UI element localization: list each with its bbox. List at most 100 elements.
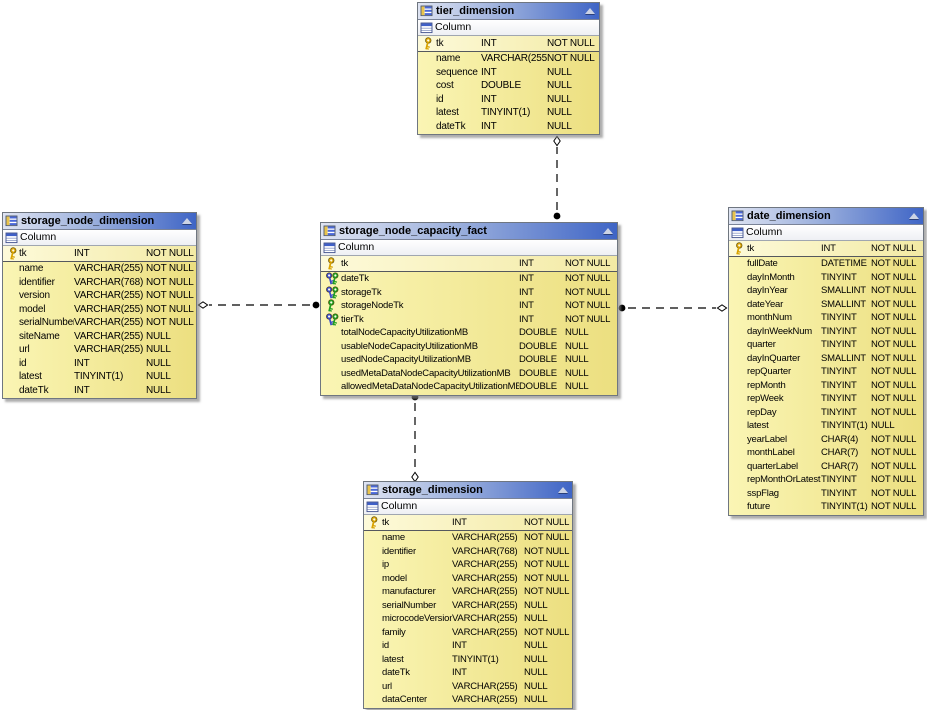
table-header[interactable]: tier_dimension [418, 3, 599, 20]
column-row[interactable]: identifier VARCHAR(768) NOT NULL [3, 276, 196, 290]
relationship-fact-to-tier[interactable] [553, 135, 561, 220]
table-storage_node_capacity_fact[interactable]: storage_node_capacity_fact Column tk INT… [320, 222, 618, 396]
column-row[interactable]: tk INT NOT NULL [364, 515, 572, 531]
relationship-fact-to-storage-node[interactable] [197, 301, 320, 309]
column-nullability: NOT NULL [871, 366, 917, 377]
column-row[interactable]: name VARCHAR(255) NOT NULL [3, 262, 196, 276]
column-row[interactable]: future TINYINT(1) NOT NULL [729, 500, 923, 514]
column-row[interactable]: name VARCHAR(255) NOT NULL [364, 531, 572, 545]
column-row[interactable]: usedNodeCapacityUtilizationMB DOUBLE NUL… [321, 353, 617, 367]
column-row[interactable]: url VARCHAR(255) NULL [364, 680, 572, 694]
column-row[interactable]: tierTk INT NOT NULL [321, 312, 617, 327]
column-row[interactable]: manufacturer VARCHAR(255) NOT NULL [364, 585, 572, 599]
column-row[interactable]: dayInYear SMALLINT NOT NULL [729, 284, 923, 298]
column-row[interactable]: dataCenter VARCHAR(255) NULL [364, 693, 572, 707]
column-row[interactable]: name VARCHAR(255) NOT NULL [418, 52, 599, 66]
column-row[interactable]: monthNum TINYINT NOT NULL [729, 311, 923, 325]
column-row[interactable]: dateTk INT NULL [418, 120, 599, 134]
column-row[interactable]: storageTk INT NOT NULL [321, 285, 617, 300]
column-row[interactable]: tk INT NOT NULL [418, 36, 599, 52]
column-nullability: NULL [146, 357, 171, 369]
collapse-triangle-icon[interactable] [182, 218, 192, 224]
column-row[interactable]: dateYear SMALLINT NOT NULL [729, 298, 923, 312]
column-row[interactable]: allowedMetaDataNodeCapacityUtilizationMB… [321, 380, 617, 394]
columns-section-header[interactable]: Column [364, 499, 572, 515]
columns-section-header[interactable]: Column [729, 225, 923, 241]
column-row[interactable]: id INT NULL [418, 93, 599, 107]
column-nullability: NOT NULL [565, 273, 611, 284]
column-row[interactable]: sequence INT NULL [418, 66, 599, 80]
column-row[interactable]: serialNumber VARCHAR(255) NOT NULL [3, 316, 196, 330]
table-header[interactable]: date_dimension [729, 208, 923, 225]
column-row[interactable]: model VARCHAR(255) NOT NULL [364, 572, 572, 586]
column-name: serialNumber [382, 599, 437, 611]
column-row[interactable]: model VARCHAR(255) NOT NULL [3, 303, 196, 317]
column-nullability: NOT NULL [871, 339, 917, 350]
collapse-triangle-icon[interactable] [909, 213, 919, 219]
column-row[interactable]: microcodeVersion VARCHAR(255) NULL [364, 612, 572, 626]
collapse-triangle-icon[interactable] [558, 487, 568, 493]
column-nullability: NOT NULL [871, 352, 917, 364]
relationship-fact-to-date[interactable] [618, 304, 728, 312]
column-row[interactable]: id INT NULL [364, 639, 572, 653]
column-row[interactable]: family VARCHAR(255) NOT NULL [364, 626, 572, 640]
column-row[interactable]: repMonth TINYINT NOT NULL [729, 379, 923, 393]
column-row[interactable]: usableNodeCapacityUtilizationMB DOUBLE N… [321, 340, 617, 354]
column-row[interactable]: yearLabel CHAR(4) NOT NULL [729, 433, 923, 447]
column-row[interactable]: repWeek TINYINT NOT NULL [729, 392, 923, 406]
column-row[interactable]: dateTk INT NOT NULL [321, 272, 617, 286]
column-row[interactable]: quarter TINYINT NOT NULL [729, 338, 923, 352]
column-row[interactable]: url VARCHAR(255) NULL [3, 343, 196, 357]
column-row[interactable]: latest TINYINT(1) NULL [364, 653, 572, 667]
column-row[interactable]: tk INT NOT NULL [729, 241, 923, 257]
table-header[interactable]: storage_node_capacity_fact [321, 223, 617, 240]
column-row[interactable]: latest TINYINT(1) NULL [729, 419, 923, 433]
column-row[interactable]: sspFlag TINYINT NOT NULL [729, 487, 923, 501]
table-icon [420, 5, 433, 17]
table-header[interactable]: storage_node_dimension [3, 213, 196, 230]
columns-section-header[interactable]: Column [321, 240, 617, 256]
table-tier_dimension[interactable]: tier_dimension Column tk INT NOT NULL na… [417, 2, 600, 135]
column-row[interactable]: totalNodeCapacityUtilizationMB DOUBLE NU… [321, 326, 617, 340]
column-row[interactable]: storageNodeTk INT NOT NULL [321, 299, 617, 313]
column-row[interactable]: id INT NULL [3, 357, 196, 371]
table-storage_dimension[interactable]: storage_dimension Column tk INT NOT NULL… [363, 481, 573, 709]
column-row[interactable]: dayInQuarter SMALLINT NOT NULL [729, 352, 923, 366]
column-row[interactable]: repMonthOrLatest TINYINT NOT NULL [729, 473, 923, 487]
column-type: SMALLINT [821, 285, 866, 296]
collapse-triangle-icon[interactable] [585, 8, 595, 14]
column-row[interactable]: ip VARCHAR(255) NOT NULL [364, 558, 572, 572]
column-row[interactable]: dateTk INT NULL [364, 666, 572, 680]
relationship-fact-to-storage[interactable] [411, 393, 419, 483]
table-date_dimension[interactable]: date_dimension Column tk INT NOT NULL fu… [728, 207, 924, 516]
column-row[interactable]: repQuarter TINYINT NOT NULL [729, 365, 923, 379]
column-row[interactable]: latest TINYINT(1) NULL [418, 106, 599, 120]
column-nullability: NOT NULL [524, 532, 570, 543]
column-row[interactable]: repDay TINYINT NOT NULL [729, 406, 923, 420]
column-type: INT [481, 120, 497, 132]
column-row[interactable]: dayInWeekNum TINYINT NOT NULL [729, 325, 923, 339]
column-nullability: NULL [146, 371, 171, 382]
table-header[interactable]: storage_dimension [364, 482, 572, 499]
column-type: VARCHAR(255) [452, 694, 518, 705]
column-row[interactable]: quarterLabel CHAR(7) NOT NULL [729, 460, 923, 474]
column-name: sspFlag [747, 487, 779, 499]
column-row[interactable]: dateTk INT NULL [3, 384, 196, 398]
column-row[interactable]: fullDate DATETIME NOT NULL [729, 257, 923, 271]
column-row[interactable]: version VARCHAR(255) NOT NULL [3, 289, 196, 303]
column-row[interactable]: usedMetaDataNodeCapacityUtilizationMB DO… [321, 367, 617, 381]
column-row[interactable]: serialNumber VARCHAR(255) NULL [364, 599, 572, 613]
column-row[interactable]: tk INT NOT NULL [3, 246, 196, 262]
table-storage_node_dimension[interactable]: storage_node_dimension Column tk INT NOT… [2, 212, 197, 399]
column-row[interactable]: tk INT NOT NULL [321, 256, 617, 272]
column-row[interactable]: siteName VARCHAR(255) NULL [3, 330, 196, 344]
column-row[interactable]: cost DOUBLE NULL [418, 79, 599, 93]
columns-section-header[interactable]: Column [418, 20, 599, 36]
columns-section-header[interactable]: Column [3, 230, 196, 246]
collapse-triangle-icon[interactable] [603, 228, 613, 234]
column-row[interactable]: monthLabel CHAR(7) NOT NULL [729, 446, 923, 460]
column-row[interactable]: dayInMonth TINYINT NOT NULL [729, 271, 923, 285]
primary-key-icon [423, 37, 433, 50]
column-row[interactable]: identifier VARCHAR(768) NOT NULL [364, 545, 572, 559]
column-row[interactable]: latest TINYINT(1) NULL [3, 370, 196, 384]
